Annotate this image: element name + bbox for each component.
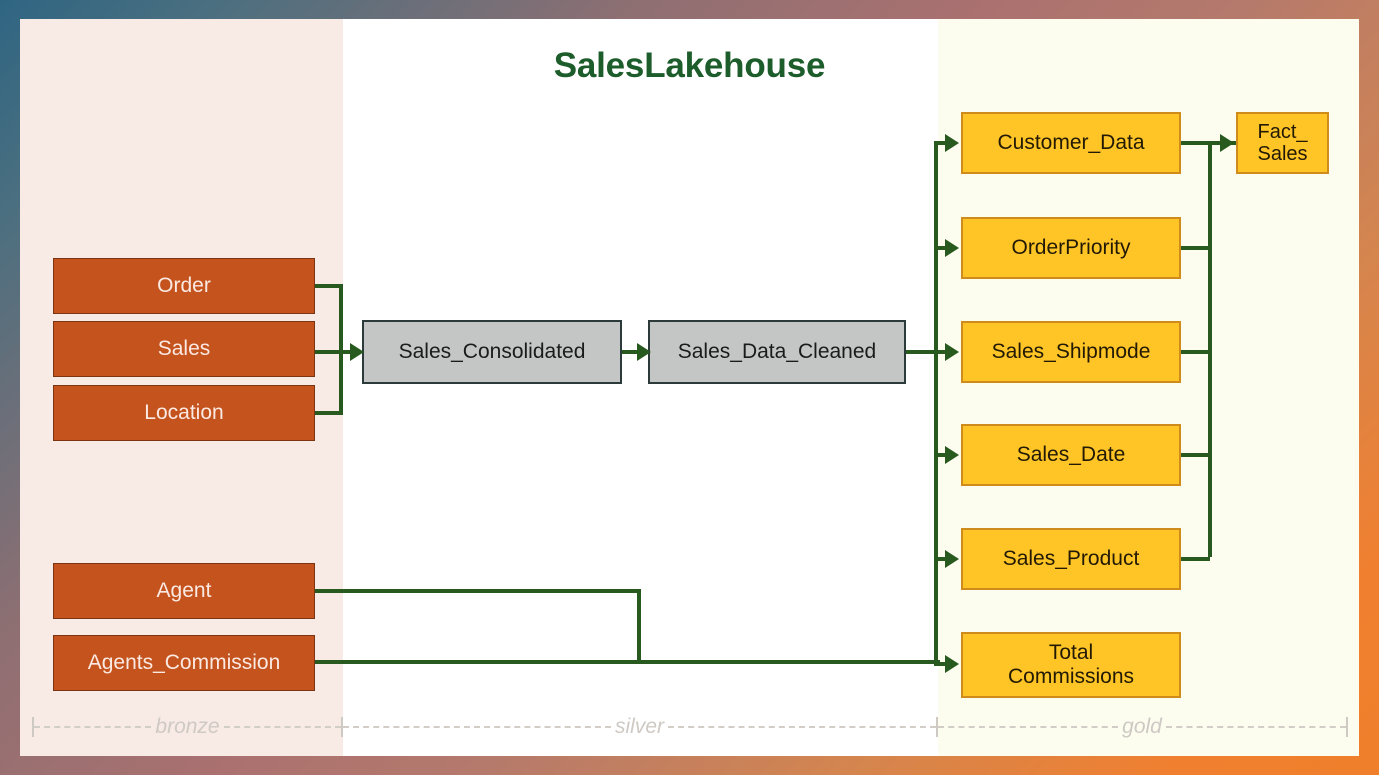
connector-agents-commission-run [315, 660, 940, 664]
node-customer-data[interactable]: Customer_Data [961, 112, 1181, 174]
arrowhead-sales-date [945, 446, 959, 464]
node-order-priority[interactable]: OrderPriority [961, 217, 1181, 279]
connector-fact-collector-trunk [1208, 141, 1212, 557]
axis-segment-bronze: bronze [32, 715, 343, 738]
axis-dash [34, 726, 152, 728]
axis-dash [668, 726, 937, 728]
arrowhead-fact-sales [1220, 134, 1234, 152]
axis-tick-silver-gold [936, 717, 939, 737]
connector-order-stub [315, 284, 343, 288]
axis-label-gold: gold [1122, 715, 1162, 738]
connector-agent-run [315, 589, 641, 593]
node-fact-sales[interactable]: Fact_ Sales [1236, 112, 1329, 174]
node-sales-consolidated[interactable]: Sales_Consolidated [362, 320, 622, 384]
arrowhead-order-priority [945, 239, 959, 257]
arrowhead-sales-product [945, 550, 959, 568]
axis-segment-silver: silver [343, 715, 939, 738]
node-sales-date[interactable]: Sales_Date [961, 424, 1181, 486]
axis-segment-gold: gold [938, 715, 1349, 738]
connector-location-stub [315, 411, 343, 415]
connector-consolidated-to-cleaned [622, 350, 642, 354]
axis-tick-bronze-silver [341, 717, 343, 737]
connector-bronze-bracket [339, 284, 343, 415]
node-total-commissions[interactable]: Total Commissions [961, 632, 1181, 698]
arrowhead-sales-shipmode [945, 343, 959, 361]
node-total-commissions-line1: Total [1048, 641, 1094, 665]
connector-sales-product-to-fact [1181, 557, 1210, 561]
diagram-sheet: SalesLakehouse Order Sales Location Agen… [20, 19, 1359, 756]
connector-cleaned-to-trunk [906, 350, 938, 354]
arrowhead-customer-data [945, 134, 959, 152]
connector-gold-trunk [934, 143, 938, 666]
node-fact-sales-line2: Sales [1257, 143, 1308, 165]
axis-dash [1165, 726, 1347, 728]
node-sales[interactable]: Sales [53, 321, 315, 377]
node-order[interactable]: Order [53, 258, 315, 314]
node-sales-data-cleaned[interactable]: Sales_Data_Cleaned [648, 320, 906, 384]
axis-dash [938, 726, 1119, 728]
connector-sales-shipmode-to-fact [1181, 350, 1210, 354]
connector-agent-drop [637, 589, 641, 664]
node-fact-sales-line1: Fact_ [1257, 120, 1308, 143]
connector-bronze-to-silver [315, 350, 357, 354]
axis-tick-left [32, 717, 34, 737]
axis-dash [343, 726, 611, 728]
axis-label-silver: silver [615, 715, 665, 738]
arrowhead-to-sales-data-cleaned [637, 343, 651, 361]
node-agent[interactable]: Agent [53, 563, 315, 619]
axis-tick-right [1346, 717, 1349, 737]
axis-label-bronze: bronze [155, 715, 220, 738]
node-location[interactable]: Location [53, 385, 315, 441]
connector-order-priority-to-fact [1181, 246, 1210, 250]
node-total-commissions-line2: Commissions [1007, 665, 1135, 688]
connector-sales-date-to-fact [1181, 453, 1210, 457]
node-sales-shipmode[interactable]: Sales_Shipmode [961, 321, 1181, 383]
axis-dash [223, 726, 341, 728]
node-agents-commission[interactable]: Agents_Commission [53, 635, 315, 691]
page-title: SalesLakehouse [553, 46, 826, 85]
node-sales-product[interactable]: Sales_Product [961, 528, 1181, 590]
arrowhead-to-sales-consolidated [350, 343, 364, 361]
arrowhead-total-commissions [945, 655, 959, 673]
